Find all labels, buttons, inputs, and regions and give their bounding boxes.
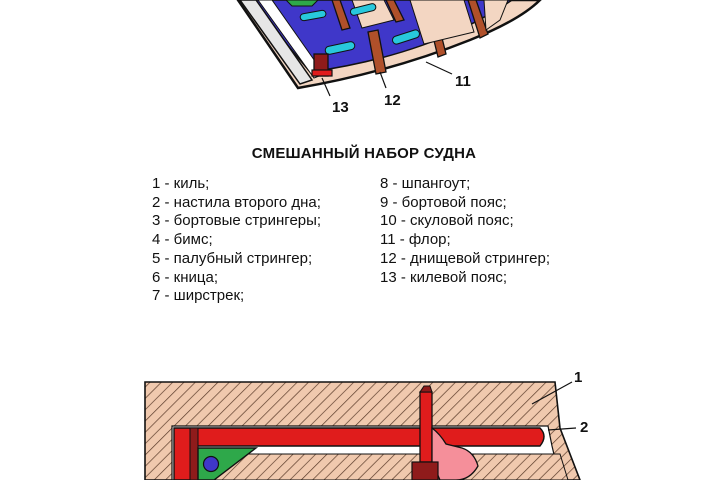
frame-top <box>419 385 433 393</box>
pink-bracket <box>431 426 479 480</box>
legend-item: 9 - бортовой пояс; <box>380 193 507 211</box>
keel-strip <box>239 0 314 85</box>
legend-item: 3 - бортовые стрингеры; <box>152 212 322 230</box>
green-plate-patch <box>285 0 319 7</box>
diagram-title: СМЕШАННЫЙ НАБОР СУДНА <box>251 145 477 162</box>
callout-13: 13 <box>332 99 349 116</box>
legend-item: 5 - палубный стрингер; <box>152 249 313 267</box>
frame-base <box>411 461 439 480</box>
legend-item: 12 - днищевой стрингер; <box>380 249 551 267</box>
leader-lines <box>321 61 453 97</box>
detail-section-diagram: 1 2 <box>144 369 588 480</box>
legend-left-column: 1 - киль; 2 - настила второго дна; 3 - б… <box>152 175 321 306</box>
floor-plate <box>467 0 489 39</box>
dark-red-strip <box>189 427 199 480</box>
keel-bar <box>311 53 333 77</box>
legend-item: 13 - килевой пояс; <box>380 268 507 286</box>
legend-item: 6 - кница; <box>152 268 218 286</box>
floor-plate <box>331 0 351 31</box>
legend-item: 7 - ширстрек; <box>152 287 245 305</box>
blue-hole <box>202 455 220 473</box>
floor-plate <box>367 29 387 75</box>
legend-item: 1 - киль; <box>152 175 210 192</box>
hatched-inner-block <box>195 453 569 480</box>
legend-item: 4 - бимс; <box>152 231 213 249</box>
detail-leader-lines <box>531 381 577 431</box>
legend-item: 11 - флор; <box>380 231 451 249</box>
callout-12: 12 <box>384 92 401 109</box>
legend-item: 10 - скуловой пояс; <box>380 212 514 230</box>
callout-11: 11 <box>455 73 471 90</box>
legend-item: 2 - настила второго дна; <box>152 193 321 211</box>
callout-1: 1 <box>574 369 582 386</box>
legend-right-column: 8 - шпангоут; 9 - бортовой пояс; 10 - ск… <box>380 175 550 287</box>
legend-item: 8 - шпангоут; <box>380 175 471 192</box>
callout-2: 2 <box>580 419 588 436</box>
vertical-frame <box>419 391 433 463</box>
green-bracket <box>197 447 259 480</box>
lightening-holes <box>299 3 421 55</box>
floor-plate <box>385 0 405 23</box>
hull-section-diagram: 11 12 13 <box>236 0 542 116</box>
